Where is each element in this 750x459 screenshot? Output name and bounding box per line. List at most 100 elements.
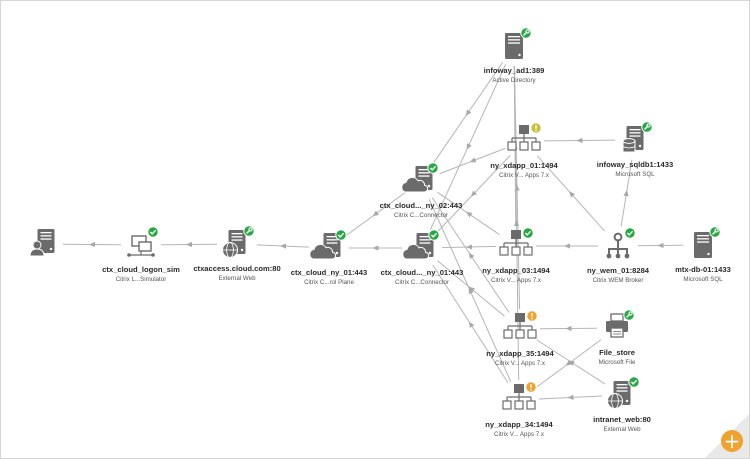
wrench-icon: [243, 225, 255, 237]
edge-ny_xdapp_35-to-ctx_connector_01: [437, 260, 505, 317]
node-title: ny_wem_01:8284: [587, 266, 650, 275]
edge-arrow-icon: [468, 287, 474, 295]
node-subtitle: Citrix V... Apps 7.x: [494, 431, 545, 438]
server-hierarchy-icon: [503, 313, 537, 339]
edge-ny_xdapp_35-to-ctx_connector_02: [431, 197, 510, 313]
server-cloud-icon: [401, 166, 433, 193]
node-title: ctx_cloud_logon_sim: [102, 265, 180, 274]
edge-arrow-icon: [623, 190, 629, 197]
edge-arrow-icon: [470, 190, 477, 197]
wrench-icon: [641, 121, 653, 133]
server-database-icon: [622, 126, 644, 153]
status-ok-icon: [522, 227, 534, 239]
node-subtitle: External Web: [218, 275, 256, 282]
edge-file_store-to-ny_xdapp_35: [539, 325, 598, 332]
server-hierarchy-icon: [502, 384, 536, 410]
edge-ctxaccess-to-logon_sim: [160, 241, 218, 248]
edge-arrow-icon: [564, 243, 570, 249]
info-icon: [530, 122, 542, 134]
node-title: intranet_web:80: [593, 415, 651, 424]
node-subtitle: Citrix C...rol Plane: [304, 279, 354, 286]
edge-file_store-to-ny_xdapp_34: [534, 339, 602, 389]
user-network-icon: [127, 235, 155, 257]
edge-arrow-icon: [372, 210, 379, 217]
node-subtitle: Microsoft File: [599, 359, 636, 366]
node-subtitle: Citrix V... Apps 7.x: [499, 172, 550, 179]
expand-button[interactable]: +: [721, 430, 743, 452]
node-user[interactable]: [29, 229, 55, 257]
status-ok-icon: [427, 162, 439, 174]
edge-ny_xdapp_34-to-ctx_connector_02: [428, 199, 512, 382]
edge-arrow-icon: [89, 241, 96, 248]
status-ok-icon: [428, 229, 440, 241]
warning-icon: [526, 310, 538, 322]
edge-arrow-icon: [513, 220, 520, 227]
edge-arrow-icon: [186, 241, 193, 248]
edge-arrow-icon: [565, 360, 572, 366]
edge-infoway_ad1-to-ctx_connector_02: [431, 62, 504, 165]
server-hierarchy-icon: [499, 230, 533, 256]
server-icon: [505, 33, 523, 59]
edges-layer: [62, 62, 684, 400]
edge-arrow-icon: [468, 252, 475, 259]
edge-arrow-icon: [466, 143, 472, 150]
edge-arrow-icon: [567, 394, 574, 400]
edge-ctx_ny_01-to-ctxaccess: [256, 243, 310, 249]
edge-logon_sim-to-user: [62, 241, 122, 248]
edge-arrow-icon: [657, 242, 664, 249]
user-server-icon: [29, 229, 55, 257]
edge-ny_wem_01-to-ny_xdapp_03: [536, 243, 598, 249]
server-cloud-icon: [309, 233, 341, 260]
edge-arrow-icon: [280, 243, 287, 249]
status-ok-icon: [147, 226, 159, 238]
edge-arrow-icon: [468, 321, 475, 328]
node-title: ny_xdapp_34:1494: [485, 420, 553, 429]
node-title: ctx_cloud_ny_01:443: [291, 268, 367, 277]
node-subtitle: Microsoft SQL: [615, 171, 655, 178]
node-subtitle: Citrix WEM Broker: [593, 277, 644, 284]
status-ok-icon: [624, 227, 636, 239]
wrench-icon: [623, 309, 635, 321]
edge-arrow-icon: [469, 157, 477, 163]
node-title: ny_xdapp_01:1494: [490, 161, 558, 170]
edge-arrow-icon: [468, 286, 475, 293]
edge-ny_xdapp_34-to-infoway_ad1: [513, 65, 520, 381]
edge-ny_xdapp_03-to-ctx_connector_02: [437, 191, 500, 236]
node-title: File_store: [599, 348, 635, 357]
edge-arrow-icon: [565, 325, 572, 332]
node-title: ny_xdapp_35:1494: [486, 349, 554, 358]
node-subtitle: Citrix L...Simulator: [116, 276, 167, 283]
edge-arrow-icon: [466, 211, 473, 218]
edge-ctx_connector_02-to-ctx_ny_01: [344, 192, 406, 237]
edge-mtx_db-to-ny_wem_01: [637, 242, 684, 249]
wrench-icon: [520, 27, 532, 39]
edge-ny_xdapp_34-to-ctx_connector_01: [432, 264, 509, 384]
edge-ny_xdapp_01-to-ctx_connector_01: [435, 155, 511, 234]
edge-arrow-icon: [465, 109, 472, 116]
status-ok-icon: [628, 376, 640, 388]
server-globe-icon: [222, 230, 246, 258]
node-title: ctx_cloud..._ny_02:443: [380, 201, 463, 210]
edge-infoway_ad1-to-ctx_connector_01: [429, 63, 507, 231]
warning-icon: [525, 381, 537, 393]
node-title: mtx-db-01:1433: [675, 265, 731, 274]
edge-infoway_sqldb1-to-ny_xdapp_01: [543, 137, 616, 144]
